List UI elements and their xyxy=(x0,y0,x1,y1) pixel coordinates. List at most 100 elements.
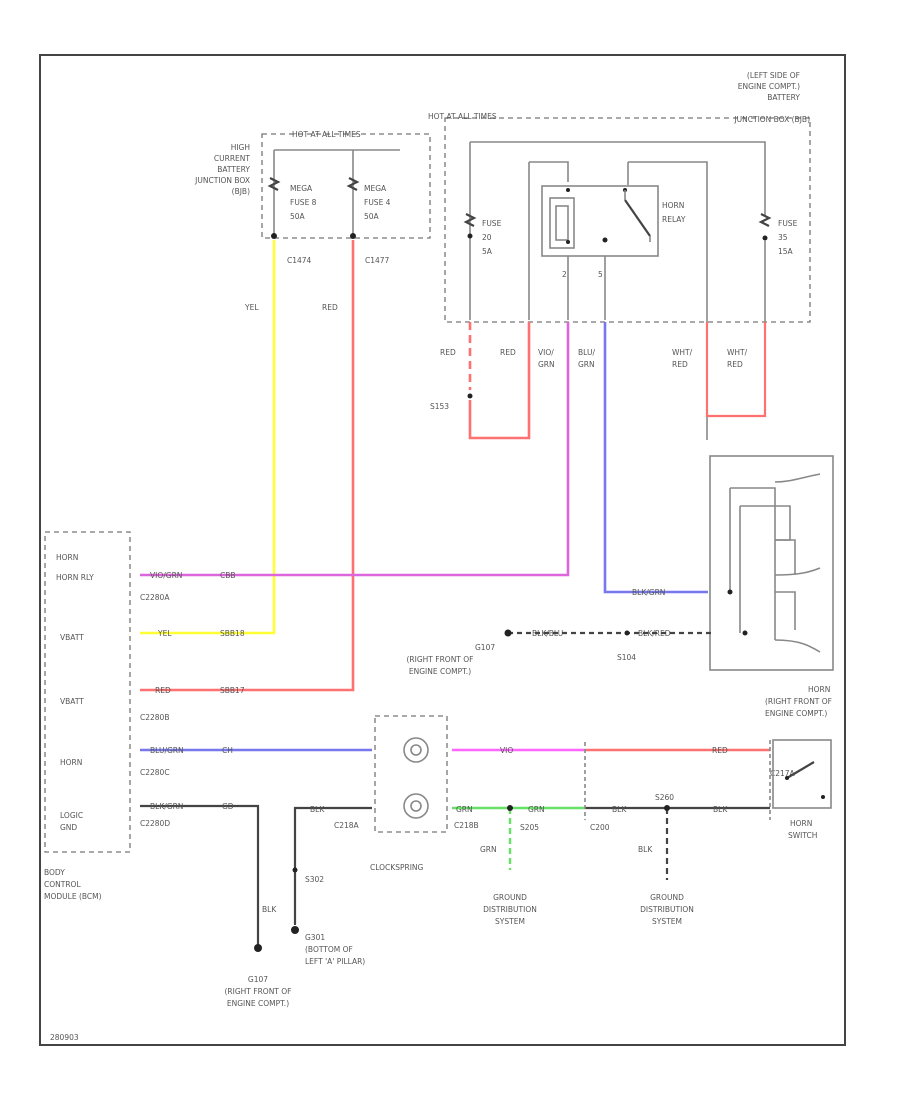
wire-black-bcm xyxy=(140,804,260,945)
bcm-logic-gnd-2: GND xyxy=(60,823,77,832)
wire-violet xyxy=(140,322,570,577)
wire-red-vbatt xyxy=(140,240,355,692)
c218a: C218A xyxy=(334,821,360,830)
hcbjb-label-4: JUNCTION BOX xyxy=(194,176,250,185)
horn-loc-3: ENGINE COMPT.) xyxy=(765,709,827,718)
w-blk-3: BLK xyxy=(713,805,728,814)
bcm-horn-2: HORN xyxy=(60,758,82,767)
bjb-label-1: (LEFT SIDE OF xyxy=(747,71,800,80)
bcm-horn-rly: HORN RLY xyxy=(56,573,94,582)
c1474-label: C1474 xyxy=(287,256,312,265)
w-blu-grn: BLU/GRN xyxy=(150,746,184,755)
hcbjb-box xyxy=(261,133,431,239)
wire-wht-red xyxy=(705,322,767,418)
horn-switch-2: SWITCH xyxy=(788,831,817,840)
wire-vio-grn-2: GRN xyxy=(538,360,555,369)
fuse35-2: 35 xyxy=(778,233,788,242)
horn-switch-1: HORN xyxy=(790,819,812,828)
relay-pin-5: 5 xyxy=(598,270,603,279)
c218b: C218B xyxy=(454,821,479,830)
wire-wht-red-a-2: RED xyxy=(672,360,688,369)
ground-dist-2-1: GROUND xyxy=(650,893,684,902)
horn-loc-1: HORN xyxy=(808,685,830,694)
wire-yel-top: YEL xyxy=(244,303,259,312)
horn-relay-box xyxy=(541,185,659,257)
w-gd: GD xyxy=(222,802,234,811)
fuse35-1: FUSE xyxy=(778,219,798,228)
fuse20-3: 5A xyxy=(482,247,493,256)
diagram-frame xyxy=(39,54,846,1046)
wire-red-top: RED xyxy=(322,303,338,312)
fuse20-2: 20 xyxy=(482,233,492,242)
c2280d: C2280D xyxy=(140,819,170,828)
bjb-label-3: BATTERY xyxy=(767,93,800,102)
s104-label: S104 xyxy=(617,653,636,662)
bcm-name-2: CONTROL xyxy=(44,880,81,889)
mega-fuse-4-1: MEGA xyxy=(364,184,387,193)
c2280c: C2280C xyxy=(140,768,170,777)
ground-dist-1-2: DISTRIBUTION xyxy=(483,905,537,914)
g107-top: G107 xyxy=(475,643,495,652)
w-blk-v2: BLK xyxy=(638,845,653,854)
wire-red-loop xyxy=(468,322,531,440)
wire-black-s302 xyxy=(293,806,372,925)
wire-wht-red-b-2: RED xyxy=(727,360,743,369)
horn-box xyxy=(709,455,834,671)
hot-at-all-times-left: HOT AT ALL TIMES xyxy=(292,130,361,139)
wire-vio-grn-1: VIO/ xyxy=(538,348,554,357)
s302: S302 xyxy=(305,875,324,884)
mega-fuse-4-3: 50A xyxy=(364,212,380,221)
g301-1: G301 xyxy=(305,933,325,942)
s153-label: S153 xyxy=(430,402,449,411)
c200: C200 xyxy=(590,823,610,832)
fuse20-1: FUSE xyxy=(482,219,502,228)
clockspring-box xyxy=(374,715,448,833)
hot-at-all-times-right: HOT AT ALL TIMES xyxy=(428,112,497,121)
g301-2: (BOTTOM OF xyxy=(305,945,353,954)
bjb-label-2: ENGINE COMPT.) xyxy=(738,82,800,91)
hcbjb-label-3: BATTERY xyxy=(217,165,250,174)
mega-fuse-8-2: FUSE 8 xyxy=(290,198,317,207)
wire-blu-grn-2: GRN xyxy=(578,360,595,369)
ground-dist-2-3: SYSTEM xyxy=(652,917,682,926)
g107-bottom-3: ENGINE COMPT.) xyxy=(227,999,289,1008)
w-grn-v: GRN xyxy=(480,845,497,854)
mega-fuse-8-3: 50A xyxy=(290,212,306,221)
c217a: C217A xyxy=(770,769,796,778)
bjb-label-4: JUNCTION BOX (BJB) xyxy=(733,115,810,124)
w-vio-grn: VIO/GRN xyxy=(150,571,182,580)
ground-dist-1-3: SYSTEM xyxy=(495,917,525,926)
w-blk-grn-2: BLK/GRN xyxy=(632,588,665,597)
s260: S260 xyxy=(655,793,674,802)
w-ch: CH xyxy=(222,746,233,755)
w-blk-2: BLK xyxy=(612,805,627,814)
bjb-box xyxy=(444,117,811,323)
s205: S205 xyxy=(520,823,539,832)
wire-red-b: RED xyxy=(500,348,516,357)
ground-dist-1-1: GROUND xyxy=(493,893,527,902)
relay-pin-2: 2 xyxy=(562,270,567,279)
wire-yellow xyxy=(140,240,276,635)
w-yel: YEL xyxy=(157,629,172,638)
clockspring-label: CLOCKSPRING xyxy=(370,863,424,872)
w-grn: GRN xyxy=(456,805,473,814)
bcm-name-3: MODULE (BCM) xyxy=(44,892,102,901)
w-cbb: CBB xyxy=(220,571,236,580)
w-blk-v: BLK xyxy=(262,905,277,914)
bcm-vbatt-1: VBATT xyxy=(60,633,84,642)
wire-red-a: RED xyxy=(440,348,456,357)
c2280a: C2280A xyxy=(140,593,170,602)
c1477-label: C1477 xyxy=(365,256,390,265)
fuse35-3: 15A xyxy=(778,247,794,256)
wire-wht-red-b-1: WHT/ xyxy=(727,348,748,357)
hcbjb-label-5: (BJB) xyxy=(232,187,250,196)
wire-blu-grn-1: BLU/ xyxy=(578,348,595,357)
figure-id: 280903 xyxy=(50,1033,79,1042)
mega-fuse-4-2: FUSE 4 xyxy=(364,198,391,207)
horn-relay-label-1: HORN xyxy=(662,201,684,210)
w-blk: BLK xyxy=(310,805,325,814)
g107-bottom-2: (RIGHT FRONT OF xyxy=(225,987,292,996)
bcm-box xyxy=(44,531,131,853)
w-red-2: RED xyxy=(712,746,728,755)
